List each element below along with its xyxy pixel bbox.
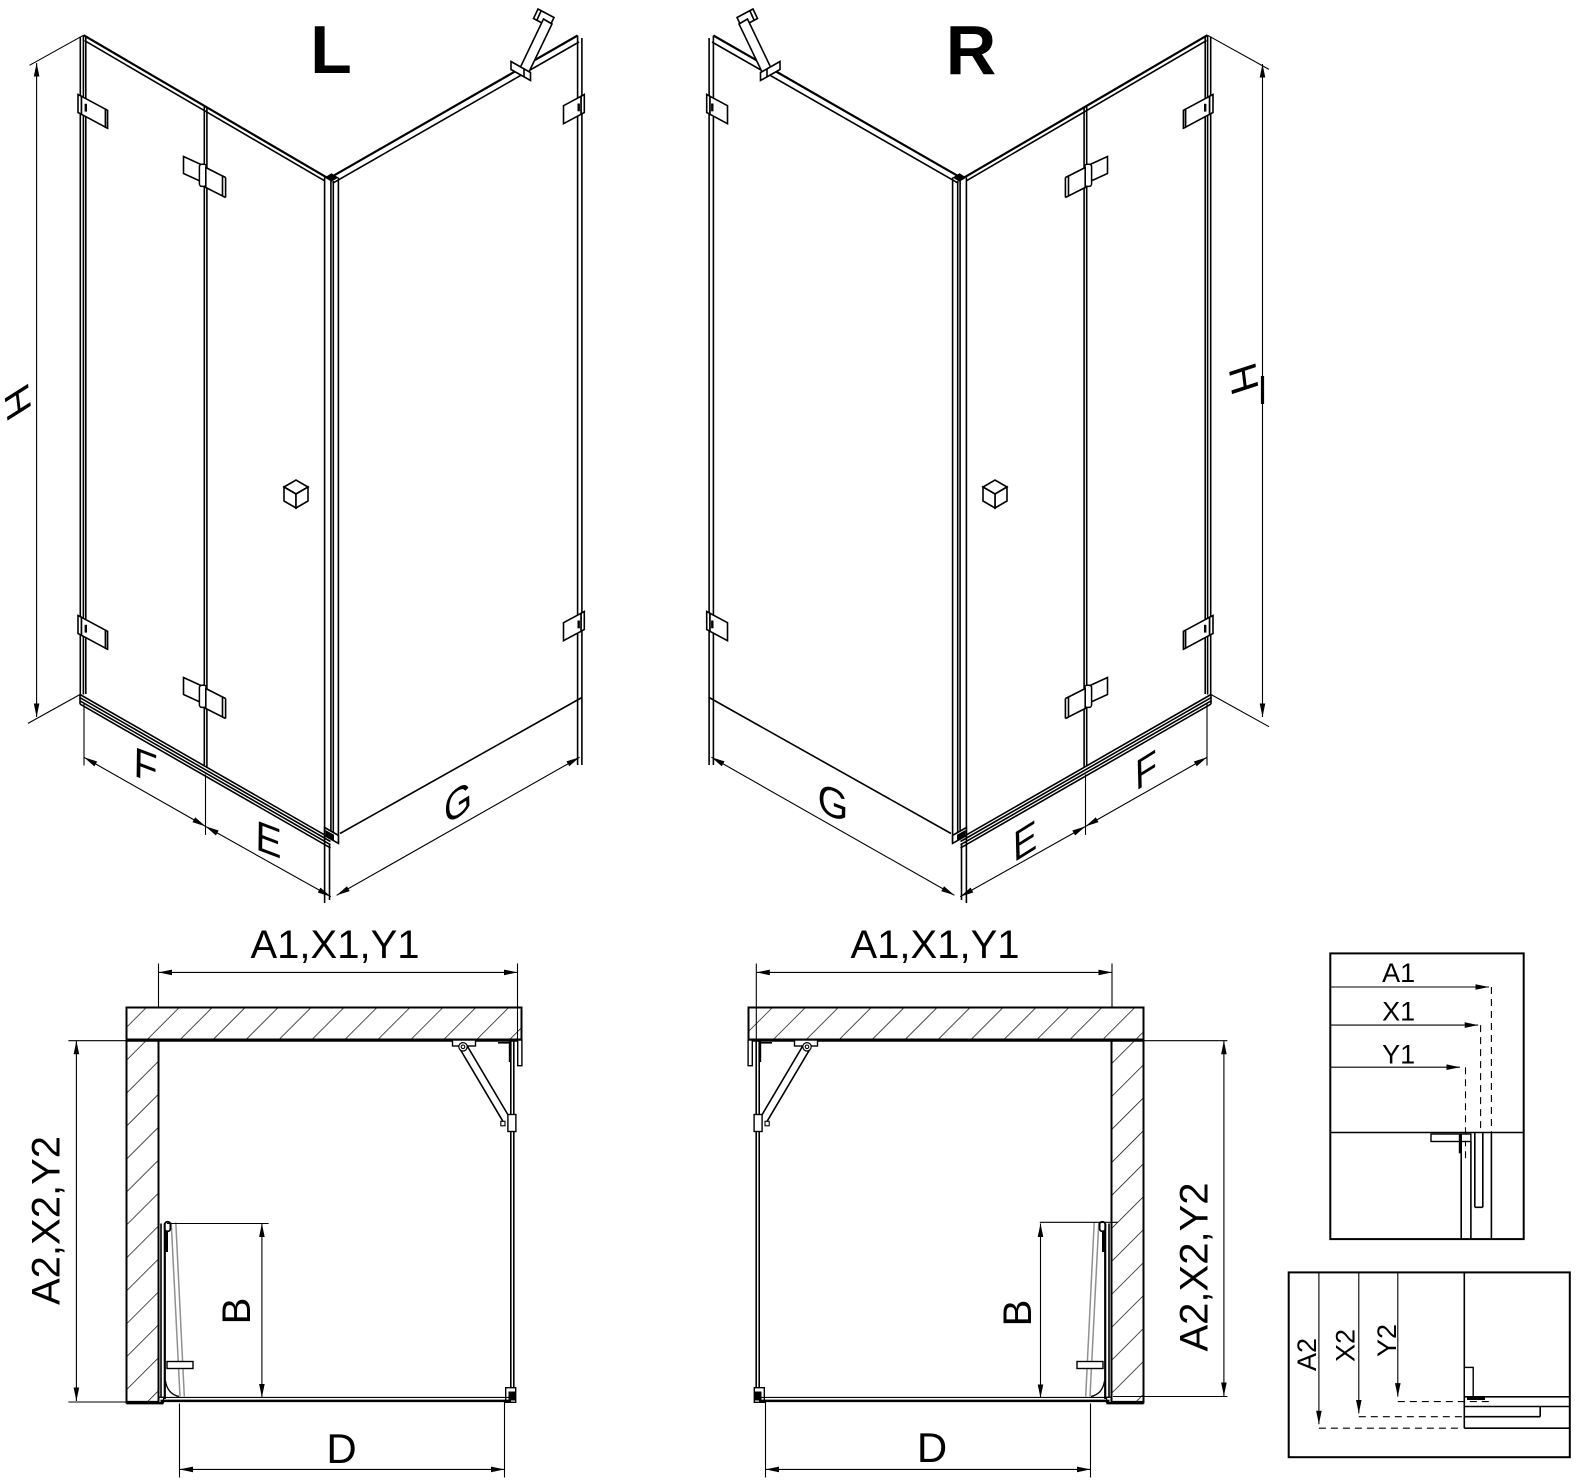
svg-text:X2: X2 <box>1331 1329 1361 1362</box>
svg-text:B: B <box>215 1298 259 1325</box>
svg-text:A1,X1,Y1: A1,X1,Y1 <box>250 923 419 967</box>
svg-text:B: B <box>996 1300 1040 1327</box>
svg-text:A2,X2,Y2: A2,X2,Y2 <box>25 1136 69 1305</box>
svg-text:A2,X2,Y2: A2,X2,Y2 <box>1173 1182 1217 1351</box>
svg-text:R: R <box>946 11 997 89</box>
svg-text:A1,X1,Y1: A1,X1,Y1 <box>850 923 1019 967</box>
svg-text:L: L <box>310 12 352 88</box>
svg-text:Y1: Y1 <box>1382 1040 1415 1070</box>
svg-text:D: D <box>326 1425 356 1472</box>
svg-text:A2: A2 <box>1292 1338 1322 1371</box>
svg-text:Y2: Y2 <box>1372 1324 1402 1357</box>
svg-text:E: E <box>255 811 282 868</box>
svg-text:F: F <box>1135 740 1158 801</box>
svg-text:D: D <box>917 1424 947 1471</box>
svg-text:A1: A1 <box>1382 958 1415 988</box>
svg-text:X1: X1 <box>1382 997 1415 1027</box>
svg-text:G: G <box>817 773 848 832</box>
svg-text:F: F <box>133 737 158 793</box>
